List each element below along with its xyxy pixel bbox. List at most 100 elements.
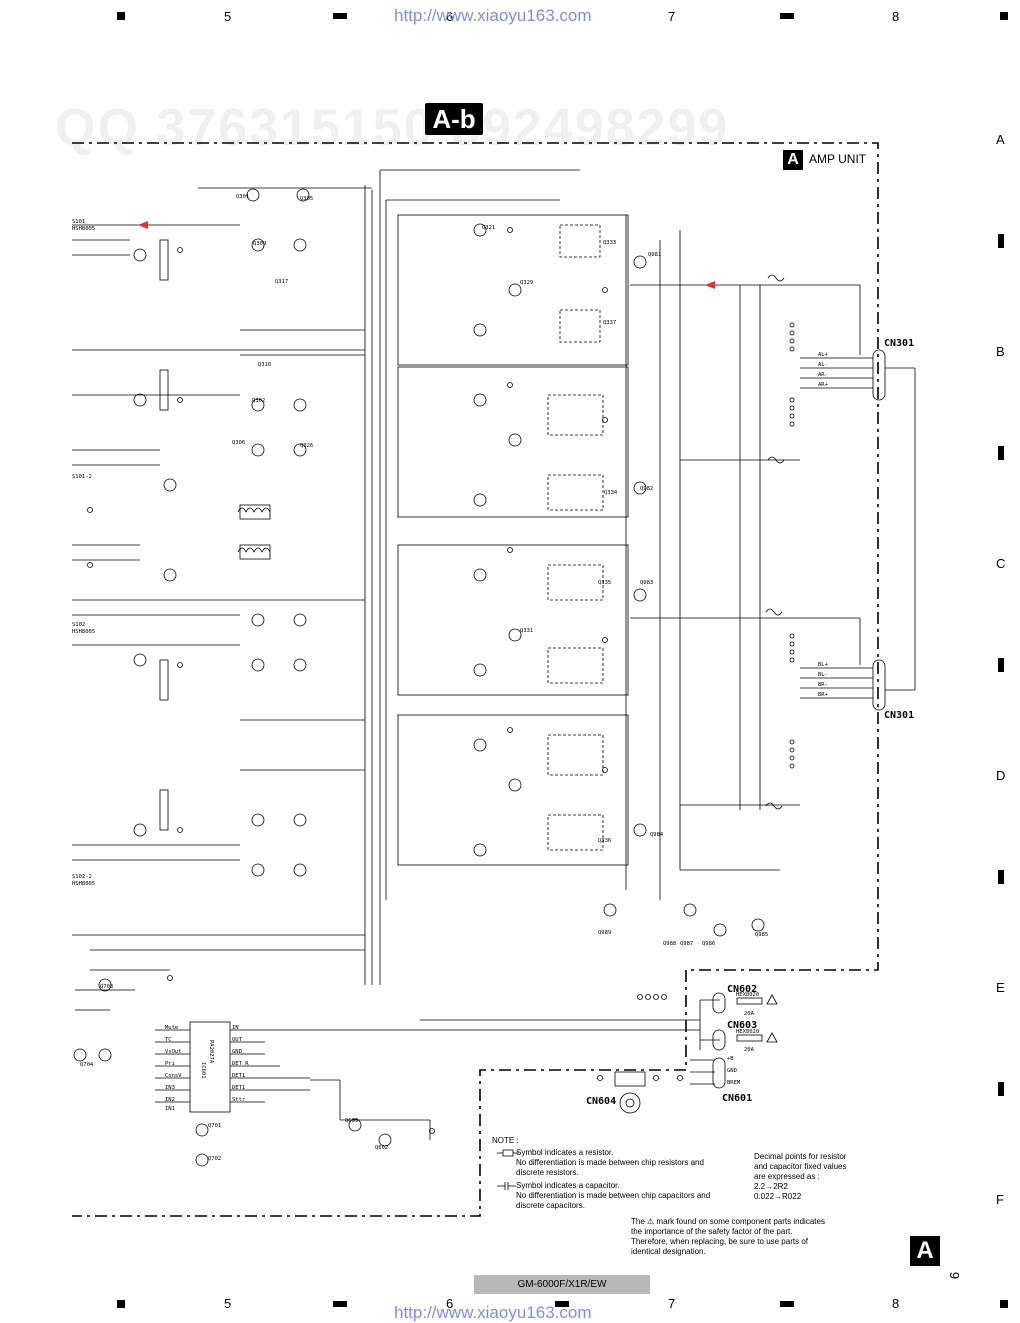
transistor-label: Q305 xyxy=(300,196,314,202)
connector-label-cn604: CN604 xyxy=(586,1096,617,1107)
corner-badge: A xyxy=(910,1236,940,1266)
registration-mark xyxy=(1000,1300,1008,1308)
note-line: The ⚠ mark found on some component parts… xyxy=(631,1217,825,1226)
registration-bar xyxy=(555,1301,569,1307)
note-line: and capacitor fixed values xyxy=(754,1162,847,1171)
transistor-label: Q986 xyxy=(702,941,716,947)
transistor-label: Q310 xyxy=(258,362,272,368)
registration-bar xyxy=(333,13,347,19)
switch-label: S102-2 xyxy=(72,874,92,880)
ic-pin: IN xyxy=(232,1025,239,1031)
transistor-label: Q984 xyxy=(650,832,664,838)
registration-bar xyxy=(780,13,794,19)
transistor-label: Q988 xyxy=(663,941,677,947)
column-number: 6 xyxy=(446,1296,454,1311)
ic-pin: GND xyxy=(232,1049,242,1055)
ic-pin: DET1 xyxy=(232,1085,246,1091)
note-heading: NOTE : xyxy=(492,1136,519,1145)
registration-bar xyxy=(998,446,1004,460)
connector-pin: AR- xyxy=(818,372,828,378)
note-line: Symbol indicates a capacitor. xyxy=(516,1181,620,1190)
note-line: 0.022→R022 xyxy=(754,1192,802,1201)
transistor-label: Q326 xyxy=(300,443,314,449)
transistor-label: Q333 xyxy=(603,240,617,246)
connector-pin: AL- xyxy=(818,362,828,368)
row-letter: E xyxy=(996,980,1005,995)
ic-pin: IN3 xyxy=(165,1085,175,1091)
registration-bar xyxy=(998,870,1004,884)
model-name: GM-6000F/X1R/EW xyxy=(474,1275,650,1294)
sheet-title: A-b xyxy=(425,103,483,135)
note-safety: The ⚠ mark found on some component parts… xyxy=(631,1217,861,1257)
unit-name: AMP UNIT xyxy=(809,152,867,166)
connector-label-cn602: CN602 xyxy=(727,984,758,995)
switch-label: HSH8005 xyxy=(72,629,96,635)
row-letter: B xyxy=(996,344,1005,359)
note-line: Therefore, when replacing, be sure to us… xyxy=(631,1237,808,1246)
transistor-label: Q983 xyxy=(640,580,654,586)
page-number: 9 xyxy=(947,1271,963,1280)
row-letter: A xyxy=(996,132,1005,147)
ic-pin: OUT xyxy=(232,1037,242,1043)
transistor-label: Q704 xyxy=(80,1062,94,1068)
note-decimal: Decimal points for resistor and capacito… xyxy=(754,1152,894,1202)
registration-bar xyxy=(998,658,1004,672)
switch-label: HSH8005 xyxy=(72,226,96,232)
ic-pin: VsOut xyxy=(165,1049,182,1055)
switch-label: S102 xyxy=(72,622,86,628)
transistor-label: Q301 xyxy=(236,194,250,200)
fuse-label: HEX8020 xyxy=(736,1029,760,1035)
ic-pin: Sttr xyxy=(232,1097,246,1103)
column-number: 7 xyxy=(668,9,676,24)
ic-pin: IN1 xyxy=(165,1106,175,1112)
fuse-label: HEX8020 xyxy=(736,992,760,998)
transistor-label: Q703 xyxy=(100,984,114,990)
ic-pin: DET1 xyxy=(232,1073,246,1079)
connector-pin: AL+ xyxy=(818,352,828,358)
transistor-label: Q702 xyxy=(208,1156,222,1162)
ic-pin: IN2 xyxy=(165,1097,175,1103)
watermark-text: QQ 376315150 892498299 xyxy=(55,99,730,157)
connector-pin: BREM xyxy=(727,1080,741,1086)
ic-pin: Mute xyxy=(165,1025,179,1031)
transistor-label: Q331 xyxy=(520,628,534,634)
source-url[interactable]: http://www.xiaoyu163.com xyxy=(394,1303,592,1322)
source-url[interactable]: http://www.xiaoyu163.com xyxy=(394,6,592,25)
registration-bar xyxy=(780,1301,794,1307)
connector-pin: AR+ xyxy=(818,382,828,388)
transistor-label: Q989 xyxy=(598,930,612,936)
ic-pin: Pri xyxy=(165,1061,175,1067)
transistor-label: Q336 xyxy=(598,838,612,844)
fuse-rating: 20A xyxy=(744,1047,754,1053)
note-line: Symbol indicates a resistor. xyxy=(516,1148,614,1157)
column-number: 7 xyxy=(668,1296,676,1311)
transistor-label: Q981 xyxy=(648,252,662,258)
ic-label: IC601 xyxy=(200,1062,206,1079)
transistor-label: Q603 xyxy=(345,1118,359,1124)
note-line: No differentiation is made between chip … xyxy=(516,1191,711,1200)
column-number: 6 xyxy=(446,9,454,24)
column-number: 5 xyxy=(224,1296,232,1311)
transistor-label: Q987 xyxy=(680,941,694,947)
registration-bar xyxy=(998,234,1004,248)
connector-pin: BL+ xyxy=(818,662,828,668)
switch-label: HSH8005 xyxy=(72,881,96,887)
row-letter: C xyxy=(996,556,1006,571)
registration-mark xyxy=(117,12,125,20)
transistor-label: Q302 xyxy=(252,398,266,404)
note-line: the importance of the safety factor of t… xyxy=(631,1227,793,1236)
row-letter: D xyxy=(996,768,1006,783)
ic-label: PA2027A xyxy=(208,1040,214,1064)
transistor-label: Q337 xyxy=(603,320,617,326)
note-line: No differentiation is made between chip … xyxy=(516,1158,704,1167)
column-number: 8 xyxy=(892,1296,900,1311)
connector-label-cn301: CN301 xyxy=(884,338,915,349)
switch-label: S101 xyxy=(72,219,86,225)
transistor-label: Q317 xyxy=(275,279,289,285)
transistor-label: Q701 xyxy=(208,1123,222,1129)
transistor-label: Q982 xyxy=(640,486,654,492)
transistor-label: Q321 xyxy=(482,225,496,231)
transistor-label: Q602 xyxy=(375,1145,389,1151)
connector-pin: +B xyxy=(727,1056,734,1062)
transistor-label: Q985 xyxy=(755,932,769,938)
